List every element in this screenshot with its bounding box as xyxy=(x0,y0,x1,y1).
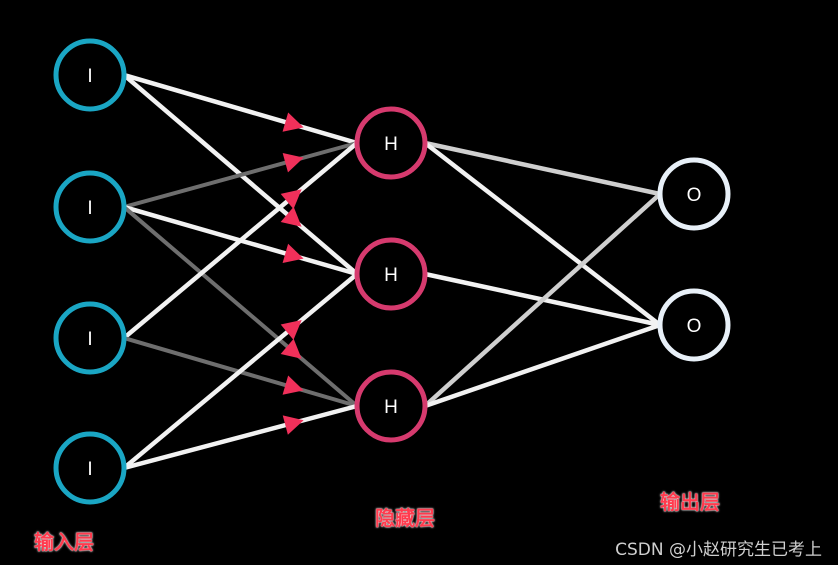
edge-input2-hidden3 xyxy=(122,205,359,408)
input-node-2-circle xyxy=(53,170,127,244)
input-node-3-text: I xyxy=(87,329,92,350)
watermark: CSDN @小赵研究生已考上 xyxy=(615,540,822,560)
input-node-3-circle xyxy=(53,301,127,375)
nodes: I I I I H H H O O xyxy=(53,38,731,505)
edge-input4-hidden2 xyxy=(122,272,359,470)
edge-hidden3-output1 xyxy=(423,192,662,408)
arrow-input2-hidden1 xyxy=(282,153,304,173)
arrow-input4-hidden3 xyxy=(282,415,304,435)
output-layer-label: 输出层 xyxy=(660,490,720,514)
arrow-input2-hidden2 xyxy=(282,243,304,264)
input-node-4-text: I xyxy=(87,459,92,480)
arrow-input3-hidden3 xyxy=(282,375,304,395)
hidden-node-2-circle xyxy=(354,237,428,311)
edge-input4-hidden3 xyxy=(123,403,358,471)
input-layer-label: 输入层 xyxy=(34,530,94,554)
edge-hidden1-output2 xyxy=(423,141,662,327)
input-node-1-circle xyxy=(53,38,127,112)
hidden-node-1-circle xyxy=(354,106,428,180)
hidden-node-1: H xyxy=(354,106,428,180)
arrow-input1-hidden1 xyxy=(282,112,304,132)
input-node-3: I xyxy=(53,301,127,375)
hidden-node-2-text: H xyxy=(384,265,398,286)
input-node-4-circle xyxy=(53,431,127,505)
edges xyxy=(122,72,662,471)
output-node-1: O xyxy=(657,157,731,231)
output-node-1-circle xyxy=(657,157,731,231)
input-node-1: I xyxy=(53,38,127,112)
arrows xyxy=(280,112,304,435)
edge-input3-hidden1 xyxy=(122,141,359,340)
output-node-1-text: O xyxy=(687,185,702,206)
edge-input2-hidden1 xyxy=(123,141,358,209)
hidden-layer-label: 隐藏层 xyxy=(375,506,435,530)
output-node-2-circle xyxy=(657,288,731,362)
edge-input1-hidden1 xyxy=(123,72,358,146)
output-node-2: O xyxy=(657,288,731,362)
output-node-2-text: O xyxy=(687,316,702,337)
input-node-2-text: I xyxy=(87,198,92,219)
input-node-4: I xyxy=(53,431,127,505)
input-node-2: I xyxy=(53,170,127,244)
arrow-input3-hidden1 xyxy=(280,189,302,210)
edge-hidden1-output1 xyxy=(424,140,661,197)
input-node-1-text: I xyxy=(87,66,92,87)
hidden-node-1-text: H xyxy=(384,134,398,155)
hidden-node-2: H xyxy=(354,237,428,311)
hidden-node-3: H xyxy=(354,369,428,443)
edge-hidden3-output2 xyxy=(424,322,661,409)
arrow-input1-hidden2 xyxy=(280,206,302,227)
arrow-input2-hidden3 xyxy=(280,338,302,359)
arrow-input4-hidden2 xyxy=(280,320,302,340)
hidden-node-3-circle xyxy=(354,369,428,443)
hidden-node-3-text: H xyxy=(384,397,398,418)
